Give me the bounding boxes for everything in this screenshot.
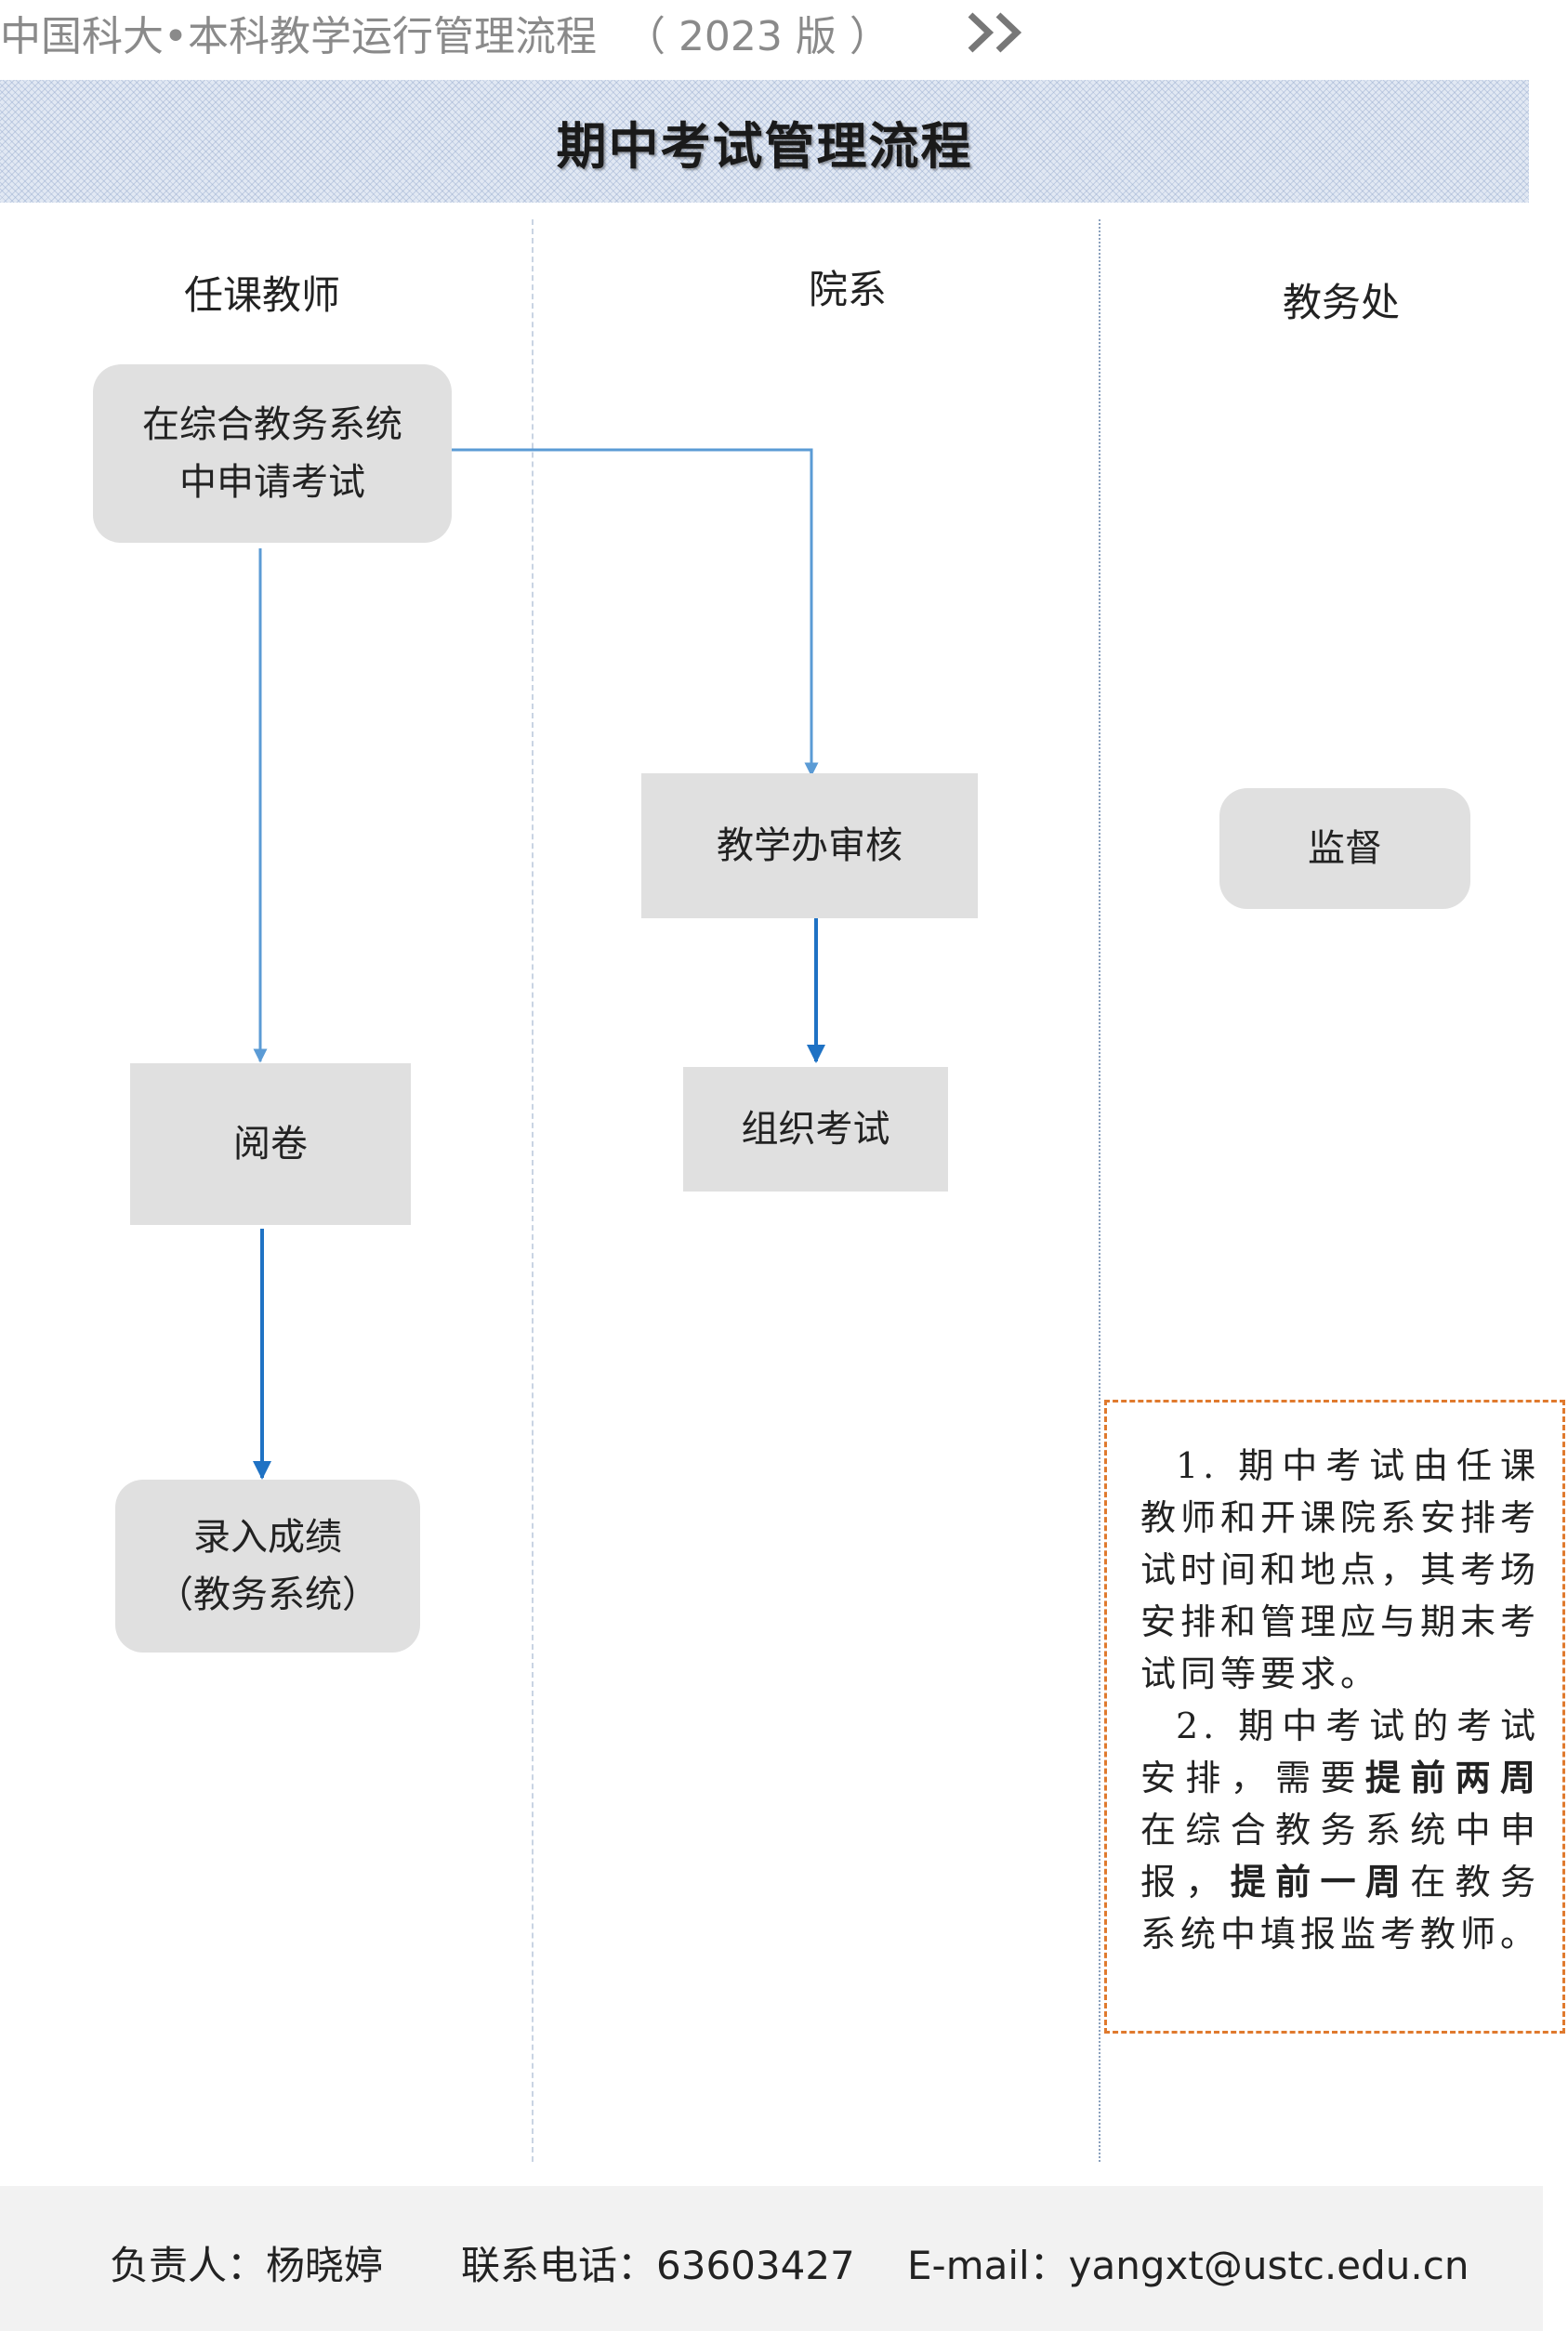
- node-grading: 阅卷: [130, 1063, 411, 1225]
- contact-footer: 负责人：杨晓婷 联系电话：63603427 E-mail：yangxt@ustc…: [0, 2186, 1543, 2331]
- document-header: 中国科大•本科教学运行管理流程 （ 2023 版 ）: [0, 0, 1030, 65]
- lane-title-academic-office: 教务处: [1283, 280, 1401, 325]
- document-title: 中国科大•本科教学运行管理流程: [0, 13, 597, 60]
- title-banner: 期中考试管理流程: [0, 80, 1529, 203]
- node-record-line1: 录入成绩: [193, 1516, 342, 1559]
- notes-box: 1. 期中考试由任课教师和开课院系安排考试时间和地点，其考场安排和管理应与期末考…: [1104, 1400, 1565, 2034]
- note-item-2: 2. 期中考试的考试安排，需要提前两周在综合教务系统中申报，提前一周在教务系统中…: [1140, 1705, 1541, 1955]
- node-apply-line1: 在综合教务系统: [142, 403, 402, 446]
- node-supervise: 监督: [1219, 788, 1470, 909]
- arrow-apply-to-review: [452, 448, 819, 777]
- note-emphasis-one-week: 提前一周: [1230, 1861, 1411, 1903]
- node-apply-exam: 在综合教务系统 中申请考试: [93, 364, 452, 543]
- contact-person: 负责人：杨晓婷: [110, 2243, 384, 2288]
- node-record-grades: 录入成绩 （教务系统）: [115, 1480, 420, 1653]
- note-item-1: 1. 期中考试由任课教师和开课院系安排考试时间和地点，其考场安排和管理应与期末考…: [1140, 1445, 1541, 1694]
- lane-title-teacher: 任课教师: [184, 272, 341, 318]
- double-chevron-right-icon: [965, 9, 1030, 56]
- page-title: 期中考试管理流程: [556, 116, 973, 176]
- edition-year: （ 2023 版 ）: [624, 13, 890, 60]
- contact-email: E-mail：yangxt@ustc.edu.cn: [907, 2243, 1469, 2288]
- note-emphasis-two-weeks: 提前两周: [1364, 1757, 1540, 1798]
- node-apply-line2: 中申请考试: [179, 461, 365, 504]
- node-review: 教学办审核: [641, 773, 978, 918]
- node-record-line2: （教务系统）: [156, 1574, 379, 1616]
- lane-title-department: 院系: [809, 267, 888, 312]
- lane-divider: [1099, 219, 1100, 2162]
- node-organize-exam: 组织考试: [683, 1067, 948, 1192]
- lane-divider: [532, 219, 534, 2162]
- contact-phone: 联系电话：63603427: [461, 2243, 855, 2288]
